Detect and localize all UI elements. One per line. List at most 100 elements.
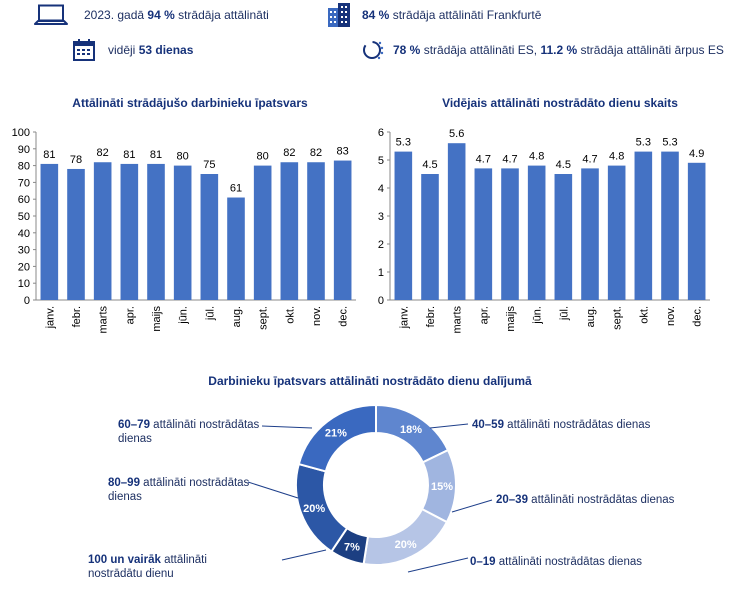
chart1-x-tick-label: maijs	[151, 306, 163, 332]
stat-frankfurt: 84 % strādāja attālināti Frankfurtē	[362, 8, 542, 22]
chart1-data-label: 80	[177, 151, 189, 163]
chart1-bar	[333, 160, 352, 300]
chart2-x-tick-label: maijs	[505, 306, 517, 332]
donut-leader-line	[281, 549, 327, 561]
chart2-x-tick-label: janv.	[398, 306, 410, 329]
chart2-x-tick-label: jūl.	[558, 306, 570, 321]
chart2-y-tick-label: 4	[378, 183, 384, 195]
chart1-y-tick-label: 0	[24, 295, 30, 307]
chart2-data-label: 4.8	[609, 151, 624, 163]
donut-value-label: 20%	[395, 539, 417, 551]
chart1-y-tick-label: 90	[18, 144, 30, 156]
chart1-y-tick-label: 40	[18, 228, 30, 240]
chart1-x-tick-label: jūl.	[204, 306, 216, 321]
chart2-y-tick-label: 5	[378, 155, 384, 167]
chart2-x-tick-label: aug.	[585, 306, 597, 327]
remote-share-bar-chart: 010203040506070809010081janv.78febr.82ma…	[12, 127, 356, 334]
chart2-data-label: 4.9	[689, 148, 704, 160]
chart1-data-label: 81	[43, 149, 55, 161]
slice-label-100-plus: 100 un vairāk attālināti nostrādātu dien…	[88, 554, 207, 580]
donut-value-label: 7%	[344, 541, 360, 553]
chart1-bar	[147, 163, 165, 300]
chart1-y-tick-label: 30	[18, 245, 30, 257]
donut-leader-line	[247, 481, 299, 499]
chart2-bar	[527, 165, 546, 300]
donut-leader-line	[407, 557, 469, 573]
chart1-data-label: 61	[230, 183, 242, 195]
chart2-data-label: 4.7	[582, 153, 597, 165]
calendar-icon	[73, 39, 95, 61]
chart1-y-tick-label: 20	[18, 261, 30, 273]
donut-value-label: 15%	[431, 481, 453, 493]
chart2-y-tick-label: 3	[378, 211, 384, 223]
slice-label-40-59: 40–59 attālināti nostrādātas dienas	[472, 419, 651, 431]
chart1-bar	[173, 165, 192, 300]
chart2-data-label: 5.3	[636, 137, 651, 149]
chart2-x-tick-label: nov.	[665, 306, 677, 326]
chart2-x-tick-label: okt.	[638, 306, 650, 324]
donut-slice	[362, 507, 449, 566]
chart2-x-tick-label: dec.	[692, 306, 704, 327]
chart1-bar	[307, 162, 325, 300]
chart2-data-label: 5.3	[396, 137, 411, 149]
chart2-bar	[447, 143, 466, 300]
eu-globe-icon	[363, 41, 384, 60]
chart2-y-tick-label: 2	[378, 239, 384, 251]
chart2-x-tick-label: jūn.	[532, 306, 544, 325]
chart2-y-tick-label: 0	[378, 295, 384, 307]
slice-label-20-39: 20–39 attālināti nostrādātas dienas	[496, 494, 675, 506]
chart1-bar	[67, 168, 85, 300]
chart2-x-tick-label: marts	[452, 306, 464, 334]
chart1-data-label: 82	[283, 147, 295, 159]
chart2-bar	[687, 162, 706, 300]
chart1-y-tick-label: 60	[18, 194, 30, 206]
chart2-data-label: 5.3	[662, 137, 677, 149]
chart2-title: Vidējais attālināti nostrādāto dienu ska…	[442, 96, 678, 110]
chart2-data-label: 4.7	[502, 153, 517, 165]
chart2-data-label: 4.5	[556, 159, 571, 171]
chart1-y-tick-label: 50	[18, 211, 30, 223]
chart2-y-tick-label: 1	[378, 267, 384, 279]
days-distribution-donut-chart: 18%15%20%7%20%21%	[247, 403, 493, 573]
chart2-data-label: 5.6	[449, 128, 464, 140]
chart1-x-tick-label: apr.	[124, 306, 136, 324]
chart2-data-label: 4.8	[529, 151, 544, 163]
chart2-bar	[554, 174, 573, 300]
chart2-data-label: 4.5	[422, 159, 437, 171]
chart1-data-label: 75	[203, 159, 215, 171]
chart1-x-tick-label: jūn.	[178, 306, 190, 325]
average-days-bar-chart: 01234565.3janv.4.5febr.5.6marts4.7apr.4.…	[378, 127, 710, 334]
chart1-x-tick-label: febr.	[71, 306, 83, 327]
chart1-data-label: 81	[123, 149, 135, 161]
chart1-x-tick-label: aug.	[231, 306, 243, 327]
slice-label-60-79: 60–79 attālināti nostrādātas dienas	[118, 419, 260, 445]
chart1-title: Attālināti strādājušo darbinieku īpatsva…	[72, 96, 308, 110]
chart2-y-tick-label: 6	[378, 127, 384, 139]
chart2-bar	[607, 165, 626, 300]
chart1-bar	[253, 165, 272, 300]
chart1-data-label: 78	[70, 154, 82, 166]
donut-leader-line	[261, 425, 313, 429]
stat-remote-2023: 2023. gadā 94 % strādāja attālināti	[84, 8, 269, 22]
chart1-bar	[93, 162, 112, 300]
chart1-bar	[280, 162, 299, 300]
slice-label-80-99: 80–99 attālināti nostrādātas dienas	[108, 477, 250, 503]
chart2-bar	[421, 174, 439, 300]
chart1-bar	[200, 174, 219, 300]
chart1-y-tick-label: 10	[18, 278, 30, 290]
chart1-bar	[227, 197, 245, 300]
chart1-y-tick-label: 70	[18, 177, 30, 189]
chart1-bar	[120, 163, 139, 300]
chart1-data-label: 81	[150, 149, 162, 161]
chart2-data-label: 4.7	[476, 153, 491, 165]
chart2-bar	[474, 168, 493, 300]
chart2-x-tick-label: febr.	[425, 306, 437, 327]
chart1-y-tick-label: 80	[18, 161, 30, 173]
chart2-bar	[501, 168, 519, 300]
donut-value-label: 18%	[400, 424, 422, 436]
donut-value-label: 20%	[303, 503, 325, 515]
chart2-bar	[634, 151, 653, 300]
chart1-x-tick-label: sept.	[258, 306, 270, 330]
chart1-x-tick-label: nov.	[311, 306, 323, 326]
chart1-data-label: 82	[97, 147, 109, 159]
